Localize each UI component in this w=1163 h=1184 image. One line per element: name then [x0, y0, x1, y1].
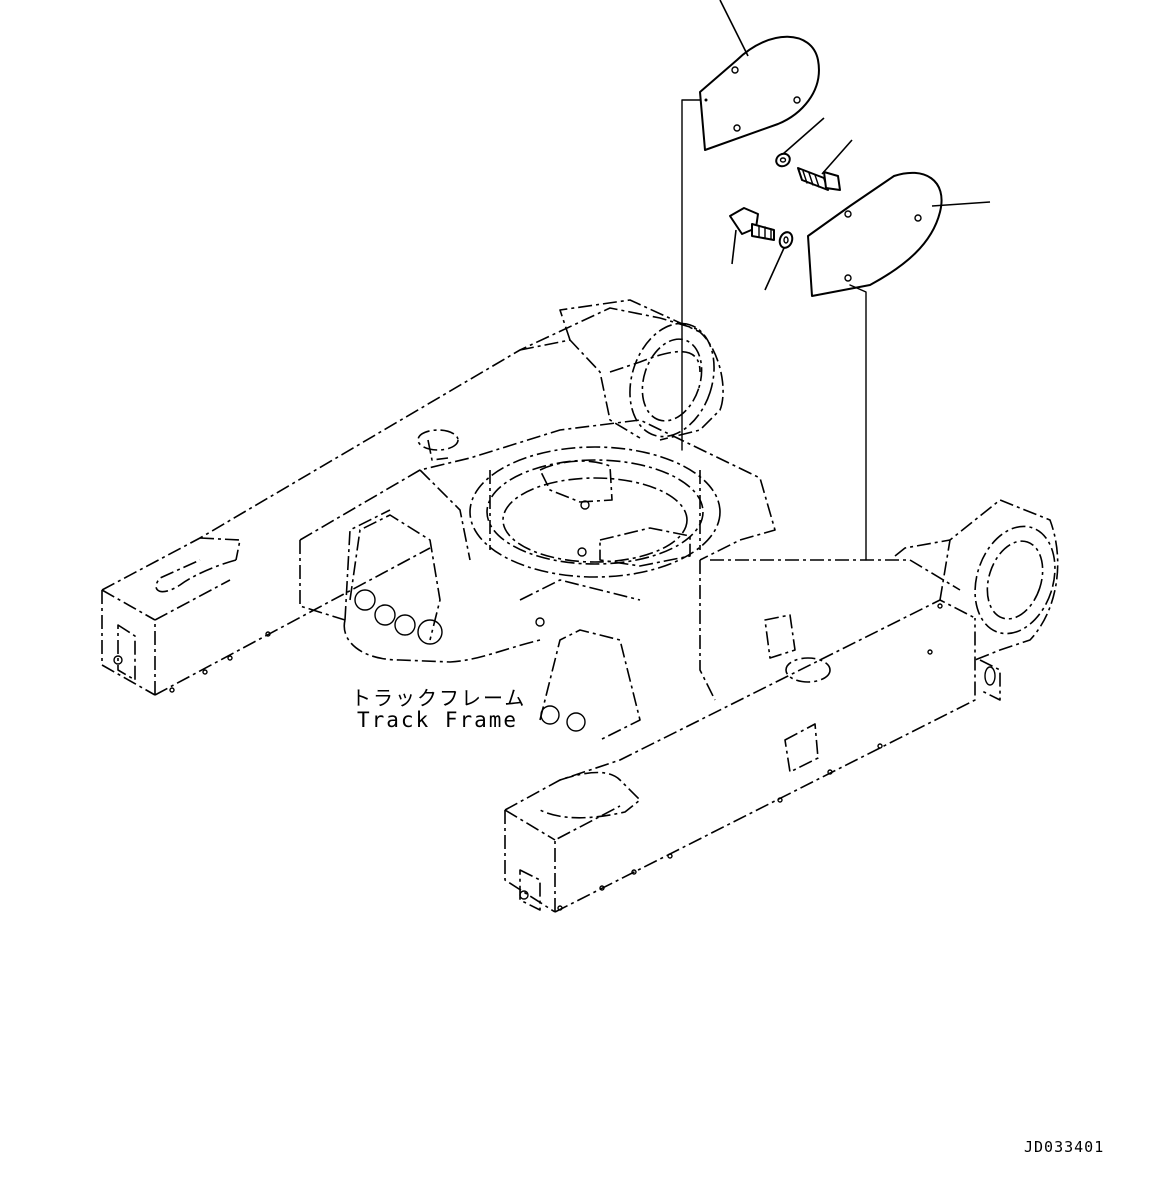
right-side-frame	[504, 499, 1059, 913]
track-frame-label-jp: トラックフレーム	[351, 686, 527, 710]
track-frame	[101, 299, 1059, 913]
bolt-lower	[729, 207, 775, 241]
idler-mount-ring	[629, 322, 715, 438]
lug-front	[539, 629, 641, 741]
cover-plate-right	[807, 171, 943, 297]
washer-lower	[778, 231, 794, 249]
frame-holes	[169, 603, 943, 911]
drawing-number: JD033401	[1024, 1138, 1105, 1156]
center-body	[299, 419, 776, 701]
lug-left	[349, 514, 443, 645]
assembly-guide-lines	[681, 99, 867, 561]
leader-lines	[719, 0, 991, 291]
track-frame-label-en: Track Frame	[357, 708, 519, 732]
access-opening	[417, 429, 831, 773]
cover-plate-left	[699, 35, 820, 151]
bolt-upper	[797, 167, 841, 191]
drive-mount-ring	[974, 525, 1056, 635]
washer-upper	[775, 152, 791, 168]
swing-circle	[469, 446, 721, 578]
left-side-frame	[101, 299, 724, 696]
